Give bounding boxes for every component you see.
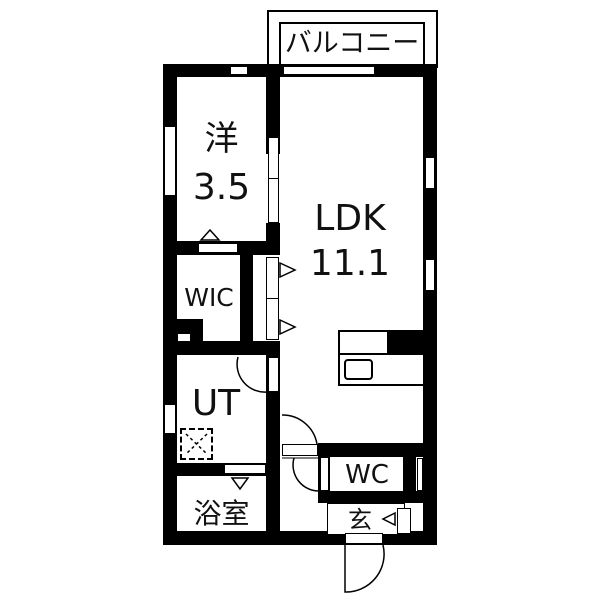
door-western-closet-2[interactable]: [268, 178, 279, 223]
western-room-label: 洋: [204, 119, 239, 159]
triangle-bath: [230, 477, 250, 491]
ldk-label: LDK: [314, 198, 386, 239]
western-room-size: 3.5: [192, 167, 251, 208]
kitchen-counter-line: [338, 353, 425, 355]
entrance-label: 玄: [348, 506, 372, 534]
window-ldk-balcony[interactable]: [283, 66, 375, 75]
ut-wall-right: [266, 355, 280, 545]
storage-inner-line: [253, 253, 266, 255]
door-wc[interactable]: [320, 457, 329, 491]
balcony-label: バルコニー: [284, 28, 420, 59]
wic-pillar-hole: [177, 333, 191, 342]
ut-label: UT: [191, 383, 241, 424]
window-wc: [417, 458, 423, 491]
kitchen-sink: [344, 359, 373, 380]
triangle-entrance: [381, 511, 396, 527]
storage-door-lower[interactable]: [266, 298, 279, 340]
door-western[interactable]: [198, 243, 238, 253]
window-western-left: [164, 126, 176, 196]
triangle-storage-1: [279, 261, 297, 279]
ldk-size: 11.1: [309, 243, 391, 284]
window-western-top: [230, 66, 248, 75]
interior-wall-center-upper: [266, 64, 280, 154]
wall-wic-ut: [163, 341, 280, 355]
kitchen-cooktop: [387, 330, 425, 354]
window-ut-left: [164, 404, 176, 434]
bath-label: 浴室: [193, 497, 250, 530]
wc-wall-right: [403, 443, 416, 503]
wc-label: WC: [345, 460, 389, 490]
washing-machine-space: [180, 428, 213, 460]
door-ut[interactable]: [268, 357, 279, 392]
door-bath[interactable]: [224, 464, 266, 474]
front-door-frame: [345, 533, 383, 544]
wic-wall-right: [240, 253, 253, 353]
window-ldk-right-2: [425, 259, 435, 291]
door-ldk-hall[interactable]: [282, 444, 318, 456]
window-ldk-right-1: [425, 157, 435, 189]
triangle-western: [199, 228, 221, 241]
entrance-shoe-cabinet[interactable]: [397, 508, 411, 534]
balcony-inner: [279, 22, 425, 68]
wic-label: WIC: [184, 283, 234, 312]
triangle-storage-2: [279, 318, 297, 336]
